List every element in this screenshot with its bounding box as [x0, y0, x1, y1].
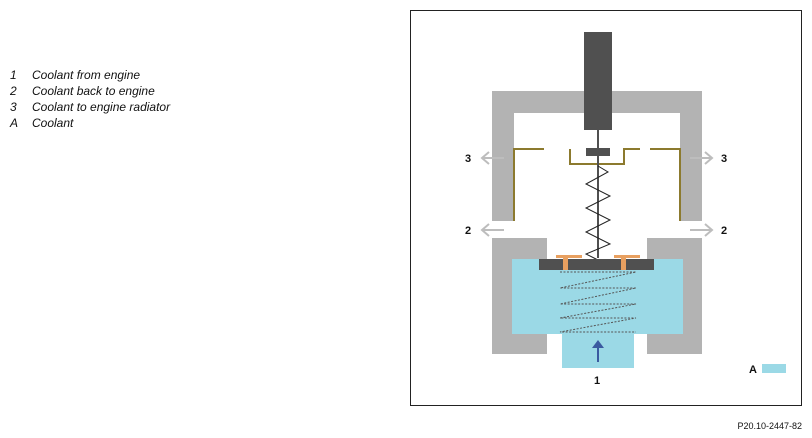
callout-1: 1	[594, 375, 600, 387]
legend-key: 2	[10, 84, 17, 98]
valve-seat-gasket	[513, 148, 681, 221]
housing-right-upper	[680, 91, 702, 221]
legend-key: 1	[10, 68, 17, 82]
legend-item-a: A Coolant	[10, 115, 170, 131]
outflow-arrow-3-left	[480, 151, 504, 165]
callout-a: A	[749, 364, 757, 376]
document-reference: P20.10-2447-82	[737, 421, 802, 431]
legend-key: A	[10, 116, 19, 130]
lower-spring	[559, 271, 637, 333]
inflow-arrow	[592, 340, 604, 362]
coolant-chamber	[512, 259, 683, 334]
legend-item-3: 3 Coolant to engine radiator	[10, 99, 170, 115]
legend-item-2: 2 Coolant back to engine	[10, 83, 170, 99]
valve-disc	[586, 148, 610, 156]
legend-text: Coolant	[32, 116, 74, 130]
callout-2-right: 2	[721, 225, 727, 237]
legend-text: Coolant to engine radiator	[32, 100, 171, 114]
flow-arrows	[480, 151, 714, 237]
callout-3-right: 3	[721, 153, 727, 165]
outflow-arrow-3-right	[690, 151, 714, 165]
outflow-arrow-2-left	[480, 223, 504, 237]
seals	[556, 255, 640, 270]
coolant-swatch	[762, 364, 786, 373]
callout-2-left: 2	[465, 225, 471, 237]
legend: 1 Coolant from engine 2 Coolant back to …	[10, 67, 170, 131]
upper-spring	[584, 165, 612, 261]
outflow-arrow-2-right	[690, 223, 714, 237]
figure-frame	[410, 10, 802, 406]
actuator-rod	[584, 32, 612, 130]
legend-item-1: 1 Coolant from engine	[10, 67, 170, 83]
housing-left-upper	[492, 91, 514, 221]
legend-key: 3	[10, 100, 17, 114]
legend-text: Coolant from engine	[32, 68, 141, 82]
thermostat-diagram: 3 3 2 2 1 A	[465, 32, 786, 387]
callout-3-left: 3	[465, 153, 471, 165]
legend-text: Coolant back to engine	[32, 84, 155, 98]
thermostat-element	[539, 259, 654, 270]
